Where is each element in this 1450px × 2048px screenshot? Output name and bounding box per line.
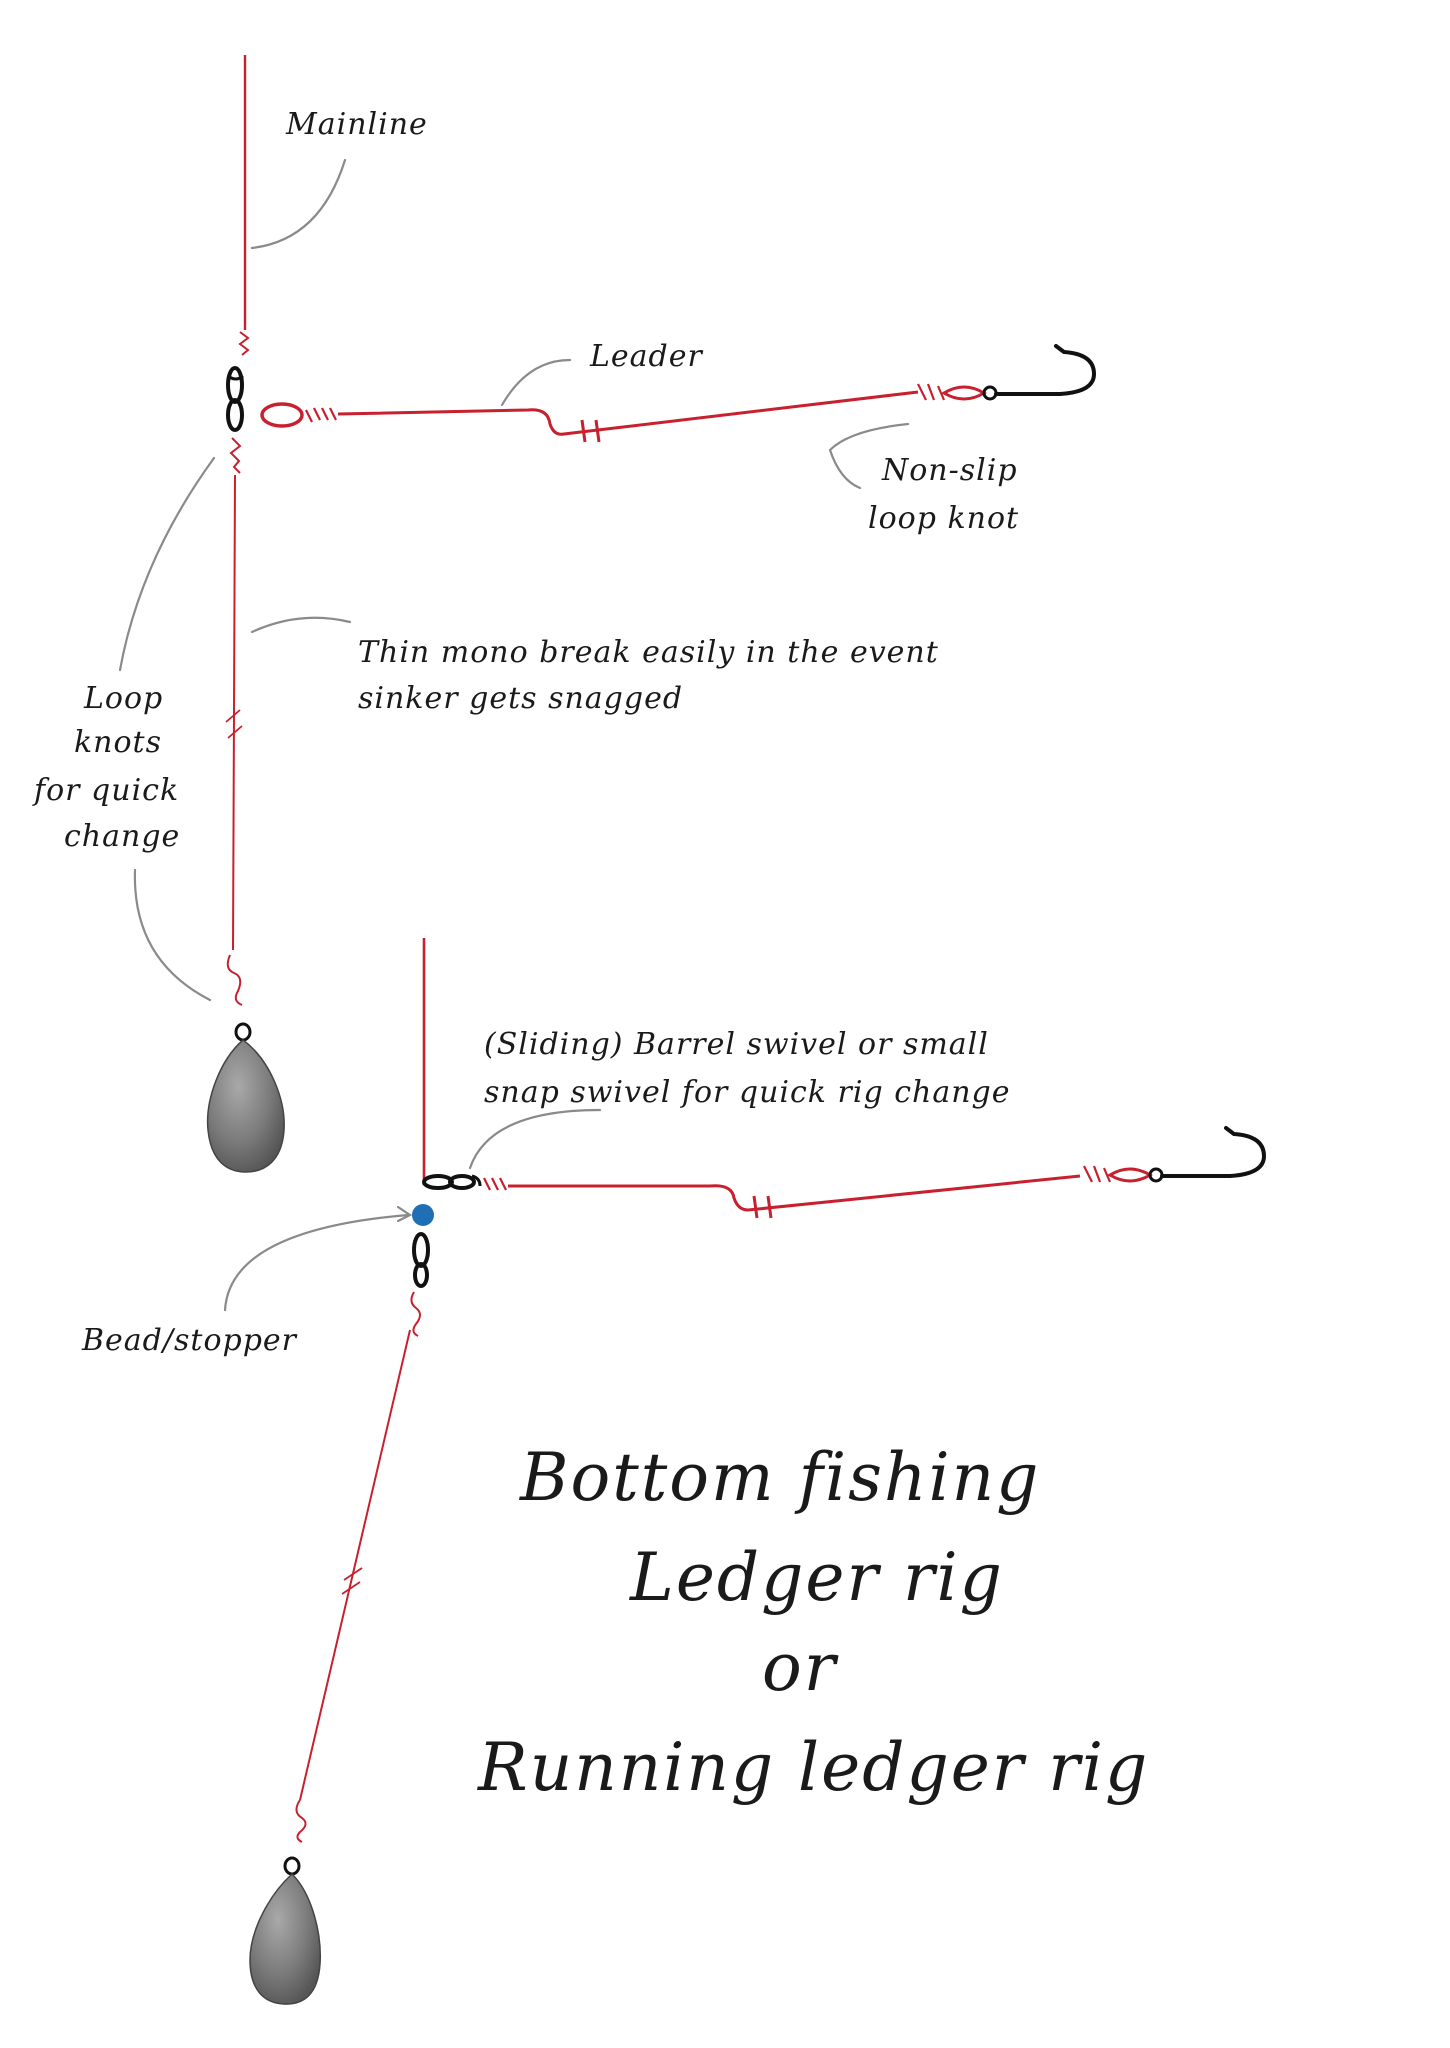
hook-icon — [1148, 1126, 1267, 1183]
labels: Mainline Leader Non-slip loop knot Thin … — [32, 107, 1019, 1358]
sinker-line-knot — [229, 437, 242, 474]
non-slip-knot — [917, 383, 946, 401]
sinker-line-break — [225, 709, 243, 739]
hook-loop-2 — [1107, 1167, 1153, 1183]
leader-loop-knot — [305, 407, 337, 423]
bead — [412, 1204, 434, 1226]
leader-line — [337, 390, 919, 436]
swivel — [226, 366, 244, 432]
swivel-callout — [468, 1108, 602, 1170]
swivel-label: (Sliding) Barrel swivel or small — [484, 1027, 989, 1062]
sinker-line-2 — [299, 1329, 411, 1801]
running-ledger-rig — [249, 938, 1267, 2005]
sinker-eye-2 — [283, 1856, 301, 1876]
title-line-2: Ledger rig — [629, 1539, 1004, 1616]
loop-knots-label-2: knots — [74, 725, 162, 760]
leader-loop — [260, 402, 304, 428]
bead-callout — [223, 1213, 410, 1312]
sinker-loop-knot — [226, 954, 243, 1006]
sinker-line-break-2 — [341, 1567, 363, 1595]
bead-stopper-label: Bead/stopper — [81, 1323, 298, 1358]
thin-mono-label: Thin mono break easily in the event — [358, 635, 939, 670]
loop-knots-top-callout — [118, 456, 216, 672]
sinker-eye — [234, 1022, 252, 1042]
loop-knots-bottom-callout — [133, 868, 212, 1002]
sliding-swivel — [412, 1232, 430, 1288]
sinker-line — [232, 474, 236, 951]
diagram-title: Bottom fishing Ledger rig or Running led… — [477, 1439, 1149, 1806]
leader-callout — [500, 358, 572, 407]
callout-lines — [118, 158, 910, 1312]
leader-knot-2 — [483, 1177, 507, 1191]
swivel-label-2: snap swivel for quick rig change — [484, 1075, 1011, 1110]
title-line-1: Bottom fishing — [519, 1439, 1040, 1516]
sinker — [206, 1039, 285, 1173]
title-line-3: or — [762, 1629, 839, 1706]
sinker-2 — [249, 1872, 321, 2005]
ledger-rig — [206, 55, 1097, 1173]
loop-knots-label-3: for quick — [32, 773, 179, 808]
loop-knots-label: Loop — [83, 681, 163, 716]
leader-break-2 — [752, 1195, 773, 1219]
thin-mono-label-2: sinker gets snagged — [358, 681, 683, 716]
non-slip-label-2: loop knot — [868, 501, 1019, 536]
title-line-4: Running ledger rig — [477, 1729, 1149, 1806]
thin-mono-callout — [250, 616, 352, 634]
non-slip-callout — [828, 422, 910, 490]
loop-knots-label-4: change — [64, 819, 180, 854]
leader-label: Leader — [589, 339, 704, 374]
hook-loop — [941, 385, 987, 401]
leader-line-2 — [508, 1174, 1081, 1212]
non-slip-knot-2 — [1083, 1165, 1112, 1183]
sinker-loop-knot-2 — [295, 1799, 307, 1843]
mainline-label: Mainline — [285, 107, 428, 142]
hook-icon — [982, 344, 1097, 401]
bead-callout-arrow — [396, 1205, 413, 1223]
mainline-callout — [250, 158, 347, 250]
mainline-knot — [238, 331, 250, 356]
leader-break — [580, 419, 601, 443]
sinker-line-knot-2 — [410, 1291, 421, 1337]
non-slip-label: Non-slip — [881, 453, 1018, 488]
snap-swivel — [422, 1174, 482, 1190]
